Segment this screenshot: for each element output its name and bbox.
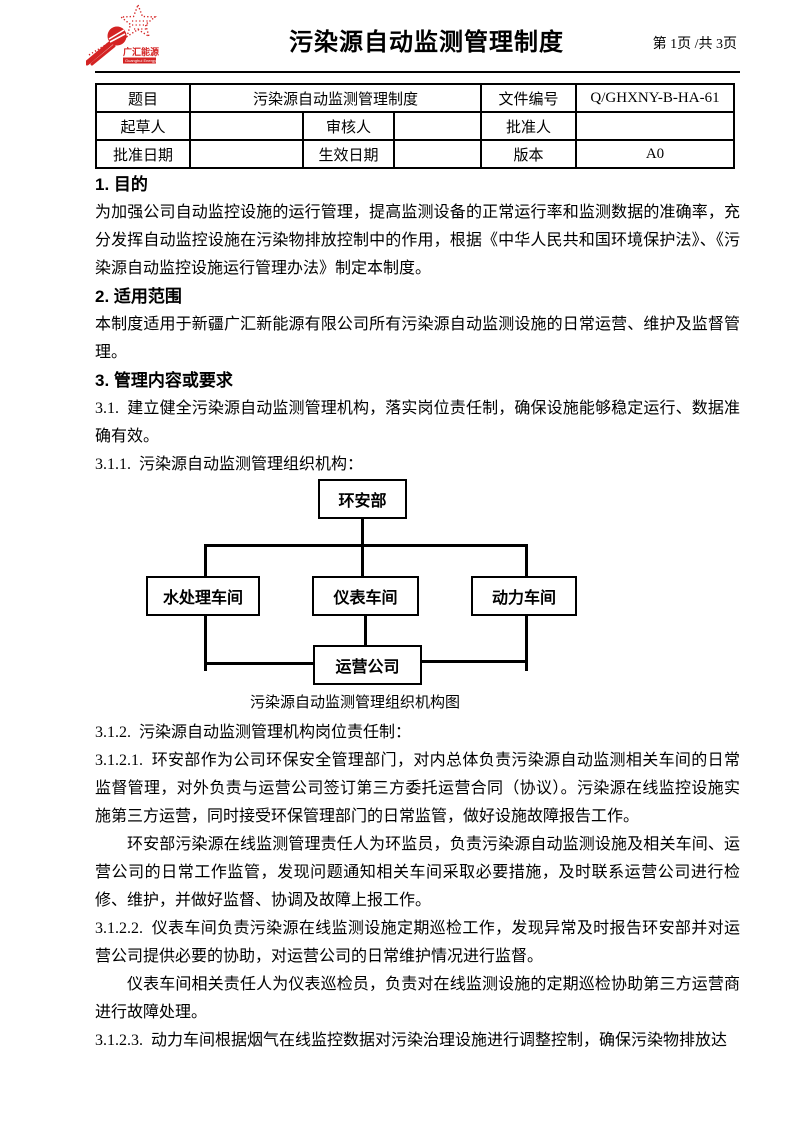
section-2-paragraph: 本制度适用于新疆广汇新能源有限公司所有污染源自动监测设施的日常运营、维护及监督管… bbox=[95, 316, 740, 361]
paragraph-3-1-2-2-sub: 仪表车间相关责任人为仪表巡检员，负责对在线监测设施的定期巡检协助第三方运营商进行… bbox=[95, 976, 740, 1021]
approver-value-cell bbox=[575, 111, 735, 141]
org-chart-caption: 污染源自动监测管理组织机构图 bbox=[249, 695, 460, 711]
org-node-water-treatment-workshop: 水处理车间 bbox=[146, 576, 260, 616]
connector-left-lower-horizontal bbox=[204, 662, 316, 665]
table-row-title: 题目 污染源自动监测管理制度 文件编号 Q/GHXNY-B-HA-61 bbox=[95, 83, 735, 113]
logo-subtext-bar bbox=[123, 57, 156, 64]
document-title: 污染源自动监测管理制度 bbox=[289, 29, 564, 56]
org-node-power-workshop: 动力车间 bbox=[471, 576, 577, 616]
effective-date-value-cell bbox=[393, 139, 482, 169]
paragraph-3-1-1: 3.1.1. 污染源自动监测管理组织机构： bbox=[95, 456, 364, 473]
approver-label-cell: 批准人 bbox=[480, 111, 577, 141]
logo-brand-subtext: Guanghui Energy bbox=[125, 58, 156, 63]
star-dot-rows bbox=[132, 20, 149, 30]
star-outline bbox=[119, 3, 157, 39]
paragraph-3-1-2-1: 3.1.2.1. 环安部作为公司环保安全管理部门，对内总体负责污染源自动监测相关… bbox=[95, 752, 740, 825]
paragraph-3-1-2-3: 3.1.2.3. 动力车间根据烟气在线监控数据对污染治理设施进行调整控制，确保污… bbox=[95, 1032, 728, 1049]
reviewer-label-cell: 审核人 bbox=[302, 111, 395, 141]
comet-tail-2 bbox=[90, 44, 116, 66]
logo-brand-text: 广汇能源 bbox=[123, 46, 159, 57]
drafter-value-cell bbox=[189, 111, 304, 141]
version-label-cell: 版本 bbox=[480, 139, 577, 169]
paragraph-3-1-2-2: 3.1.2.2. 仪表车间负责污染源在线监测设施定期巡检工作，发现异常及时报告环… bbox=[95, 920, 740, 965]
page-number-indicator: 第 1页 /共 3页 bbox=[652, 37, 737, 52]
paragraph-3-1-2: 3.1.2. 污染源自动监测管理机构岗位责任制： bbox=[95, 724, 412, 741]
effective-date-label-cell: 生效日期 bbox=[302, 139, 395, 169]
approval-date-label-cell: 批准日期 bbox=[95, 139, 191, 169]
org-node-operating-company: 运营公司 bbox=[313, 645, 422, 685]
page-header: 广汇能源 Guanghui Energy 污染源自动监测管理制度 第 1页 /共… bbox=[0, 0, 793, 73]
connector-main-horizontal bbox=[204, 544, 528, 547]
title-value-cell: 污染源自动监测管理制度 bbox=[189, 83, 482, 113]
connector-right-lower-vertical bbox=[525, 616, 528, 671]
comet-head-stripes bbox=[108, 29, 126, 43]
docnumber-value-cell: Q/GHXNY-B-HA-61 bbox=[575, 83, 735, 113]
version-value-cell: A0 bbox=[575, 139, 735, 169]
org-chart-diagram: 环安部 水处理车间 仪表车间 动力车间 运营公司 bbox=[95, 479, 740, 689]
table-row-people: 起草人 审核人 批准人 bbox=[95, 111, 735, 141]
guanghui-energy-logo-icon: 广汇能源 Guanghui Energy bbox=[86, 3, 159, 66]
connector-left-lower-vertical bbox=[204, 616, 207, 671]
connector-center-lower-vertical bbox=[364, 616, 367, 645]
table-row-dates: 批准日期 生效日期 版本 A0 bbox=[95, 139, 735, 169]
connector-right-lower-horizontal bbox=[422, 660, 528, 663]
document-body-lower: 3.1.2. 污染源自动监测管理机构岗位责任制： 3.1.2.1. 环安部作为公… bbox=[95, 719, 740, 1055]
comet-tail bbox=[86, 39, 115, 66]
section-3-heading: 3. 管理内容或要求 bbox=[95, 371, 233, 390]
connector-right-vertical bbox=[525, 544, 528, 578]
drafter-label-cell: 起草人 bbox=[95, 111, 191, 141]
reviewer-value-cell bbox=[393, 111, 482, 141]
document-info-table: 题目 污染源自动监测管理制度 文件编号 Q/GHXNY-B-HA-61 起草人 … bbox=[95, 83, 735, 169]
org-node-instrument-workshop: 仪表车间 bbox=[312, 576, 419, 616]
paragraph-3-1: 3.1. 建立健全污染源自动监测管理机构，落实岗位责任制，确保设施能够稳定运行、… bbox=[95, 400, 740, 445]
paragraph-3-1-2-1-sub: 环安部污染源在线监测管理责任人为环监员，负责污染源自动监测设施及相关车间、运营公… bbox=[95, 836, 740, 909]
document-body-upper: 1. 目的 为加强公司自动监控设施的运行管理，提高监测设备的正常运行率和监测数据… bbox=[95, 171, 740, 479]
header-divider bbox=[95, 71, 740, 73]
connector-left-vertical bbox=[204, 544, 207, 578]
docnumber-label-cell: 文件编号 bbox=[480, 83, 577, 113]
section-1-paragraph: 为加强公司自动监控设施的运行管理，提高监测设备的正常运行率和监测数据的准确率，充… bbox=[95, 204, 740, 277]
title-label-cell: 题目 bbox=[95, 83, 191, 113]
org-node-environment-safety-dept: 环安部 bbox=[318, 479, 407, 519]
section-2-heading: 2. 适用范围 bbox=[95, 287, 182, 306]
approval-date-value-cell bbox=[189, 139, 304, 169]
section-1-heading: 1. 目的 bbox=[95, 175, 148, 194]
connector-top-vertical bbox=[361, 519, 364, 576]
